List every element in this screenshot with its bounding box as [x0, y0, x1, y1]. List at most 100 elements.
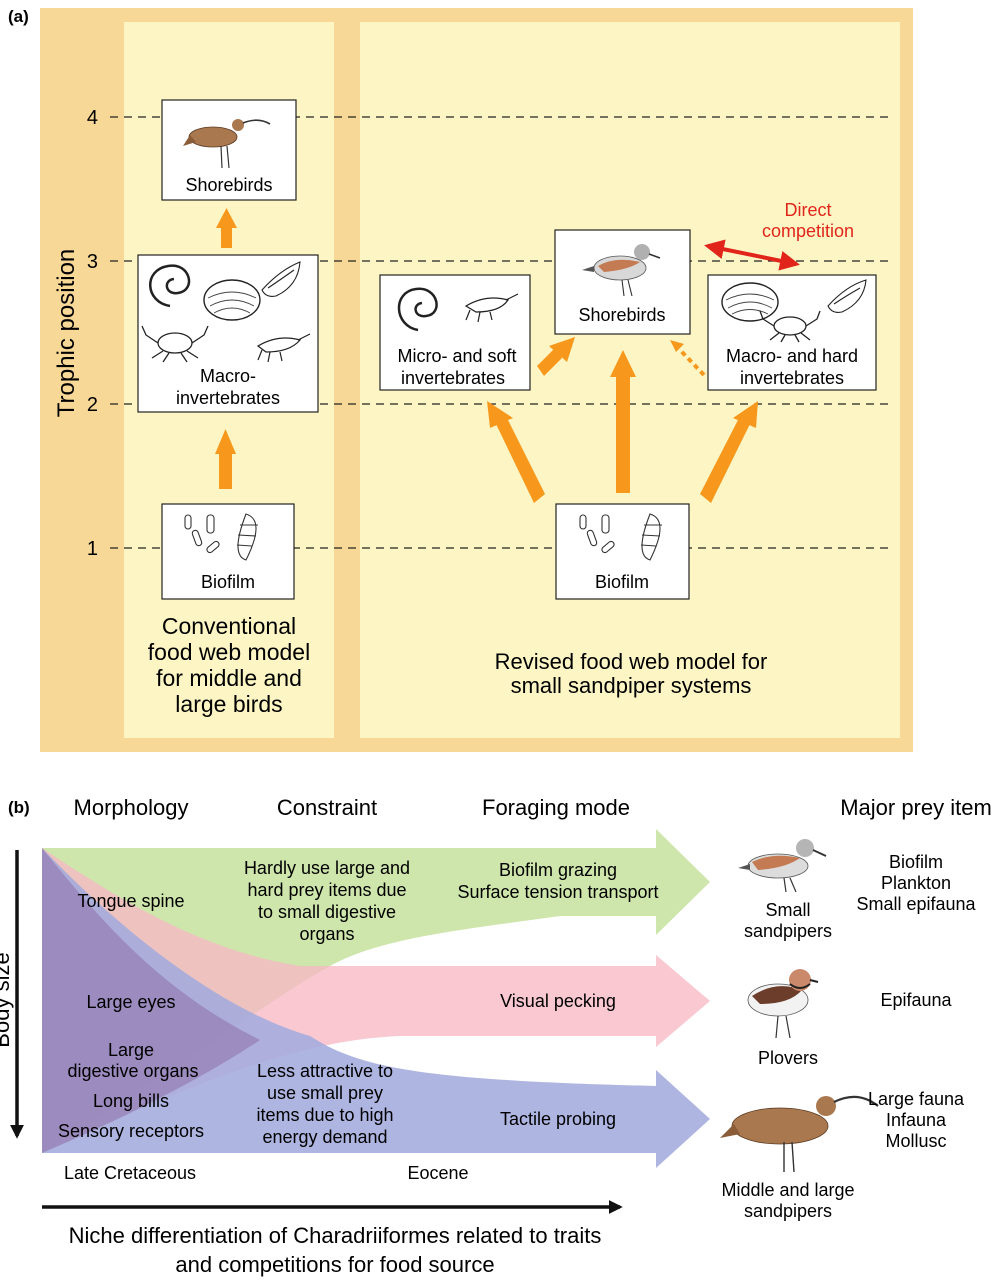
- rev-arrow-soft-shorebirds: [537, 337, 575, 376]
- svg-text:Infauna: Infauna: [886, 1110, 947, 1130]
- trait-sensory-receptors: Sensory receptors: [58, 1121, 204, 1141]
- clam-icon: [203, 279, 261, 321]
- rev-biofilm-box: Biofilm: [555, 503, 690, 600]
- rev-arrow-hard-shorebirds-dotted: [670, 340, 706, 377]
- rev-hard-box: Macro- and hard invertebrates: [707, 274, 877, 391]
- rev-soft-label-line2: invertebrates: [401, 368, 505, 388]
- panel-a-label: (a): [8, 7, 29, 26]
- panel-b: (b) Morphology Constraint Foraging mode …: [0, 795, 992, 1277]
- prey-plovers: Epifauna: [880, 990, 952, 1010]
- clam-icon-revised: [721, 282, 779, 322]
- svg-text:Plankton: Plankton: [881, 873, 951, 893]
- foraging-modes: Biofilm grazing Surface tension transpor…: [457, 860, 658, 1129]
- conv-arrow-1-2: [215, 429, 236, 489]
- rev-arrow-biofilm-hard: [700, 401, 758, 503]
- svg-text:Large fauna: Large fauna: [868, 1089, 965, 1109]
- panel-a: (a) Trophic position 4 3 2 1: [8, 7, 913, 752]
- panel-b-label: (b): [8, 798, 30, 817]
- constraint-green: Hardly use large and hard prey items due…: [244, 858, 410, 944]
- prey-small: Biofilm Plankton Small epifauna: [856, 852, 976, 914]
- worm-icon: [397, 287, 438, 332]
- flow-blue: [42, 848, 710, 1168]
- prey-large: Large fauna Infauna Mollusc: [868, 1089, 965, 1151]
- header-prey: Major prey item: [840, 795, 992, 820]
- plover-icon: [747, 969, 819, 1039]
- svg-text:Niche differentiation of Chara: Niche differentiation of Charadriiformes…: [69, 1223, 602, 1248]
- svg-text:to small digestive: to small digestive: [258, 902, 396, 922]
- tick-4: 4: [87, 107, 98, 129]
- amphipod-icon: [256, 333, 311, 363]
- polychaete-icon: [149, 264, 191, 308]
- trait-digestive-organs: digestive organs: [67, 1061, 198, 1081]
- bird-large-line1: Middle and large: [721, 1180, 854, 1200]
- svg-text:organs: organs: [299, 924, 354, 944]
- morphology-traits: Tongue spine Large eyes Large digestive …: [58, 891, 204, 1141]
- rev-hard-label-line1: Macro- and hard: [726, 346, 858, 366]
- svg-text:energy demand: energy demand: [262, 1127, 387, 1147]
- bird-small-line2: sandpipers: [744, 921, 832, 941]
- sandpiper-icon: [582, 244, 661, 297]
- svg-text:Conventional: Conventional: [162, 613, 296, 639]
- conv-caption: Conventional food web model for middle a…: [148, 613, 310, 717]
- rev-arrow-biofilm-soft: [487, 401, 545, 503]
- svg-text:and competitions for food sour: and competitions for food source: [175, 1252, 494, 1277]
- rev-soft-box: Micro- and soft invertebrates: [379, 274, 531, 391]
- rev-soft-label-line1: Micro- and soft: [397, 346, 516, 366]
- svg-text:Small epifauna: Small epifauna: [856, 894, 976, 914]
- svg-text:Hardly use large and: Hardly use large and: [244, 858, 410, 878]
- panel-b-headers: Morphology Constraint Foraging mode Majo…: [74, 795, 992, 820]
- rev-arrow-biofilm-shorebirds: [610, 350, 636, 493]
- diatom-icon-revised: [579, 513, 662, 561]
- svg-text:use small prey: use small prey: [267, 1083, 383, 1103]
- header-morphology: Morphology: [74, 795, 189, 820]
- flow-green: [42, 829, 710, 1153]
- svg-text:large birds: large birds: [175, 691, 282, 717]
- conv-macro-label-line1: Macro-: [200, 366, 256, 386]
- diatom-icon: [184, 513, 258, 561]
- panel-b-caption: Niche differentiation of Charadriiformes…: [69, 1223, 602, 1277]
- header-foraging-mode: Foraging mode: [482, 795, 630, 820]
- svg-text:Biofilm: Biofilm: [889, 852, 943, 872]
- rev-shorebirds-box: Shorebirds: [554, 229, 691, 335]
- rev-shorebirds-label: Shorebirds: [578, 305, 665, 325]
- rev-caption: Revised food web model for small sandpip…: [495, 649, 768, 698]
- competition-label-line2: competition: [762, 221, 854, 241]
- trait-long-bills: Long bills: [93, 1091, 169, 1111]
- conv-macro-label-line2: invertebrates: [176, 388, 280, 408]
- rev-biofilm-label: Biofilm: [595, 572, 649, 592]
- snail-icon: [261, 261, 301, 297]
- bird-small-line1: Small: [765, 900, 810, 920]
- flow-purple-overlap: [42, 848, 260, 1153]
- bird-plovers: Plovers: [758, 1048, 818, 1068]
- trait-tongue-spine: Tongue spine: [77, 891, 184, 911]
- tick-1: 1: [87, 538, 98, 560]
- body-size-axis: Body size: [0, 850, 24, 1139]
- conv-shorebirds-label: Shorebirds: [185, 175, 272, 195]
- conv-biofilm-label: Biofilm: [201, 572, 255, 592]
- trait-large-eyes: Large eyes: [86, 992, 175, 1012]
- svg-text:Less attractive to: Less attractive to: [257, 1061, 393, 1081]
- constraint-blue: Less attractive to use small prey items …: [256, 1061, 393, 1147]
- copepod-icon: [464, 293, 519, 323]
- conv-arrow-2-4: [216, 208, 237, 248]
- y-axis-label: Trophic position: [53, 249, 80, 418]
- curlew-icon-large: [720, 1095, 879, 1173]
- svg-text:items due to high: items due to high: [256, 1105, 393, 1125]
- conv-shorebirds-box: Shorebirds: [161, 99, 297, 201]
- trait-large: Large: [108, 1040, 154, 1060]
- svg-text:Epifauna: Epifauna: [880, 990, 952, 1010]
- tick-3: 3: [87, 251, 98, 273]
- period-late-cretaceous: Late Cretaceous: [64, 1163, 196, 1183]
- curlew-icon: [183, 119, 271, 169]
- conv-biofilm-box: Biofilm: [161, 503, 295, 600]
- crab-icon-revised: [759, 310, 821, 343]
- crab-icon: [141, 325, 209, 363]
- small-sandpiper-icon: [738, 839, 827, 893]
- header-constraint: Constraint: [277, 795, 377, 820]
- direct-competition: Direct competition: [704, 200, 854, 271]
- mode-visual-pecking: Visual pecking: [500, 991, 616, 1011]
- rev-hard-label-line2: invertebrates: [740, 368, 844, 388]
- conv-macroinvertebrates-box: Macro- invertebrates: [137, 254, 319, 413]
- mode-biofilm-grazing: Biofilm grazing: [499, 860, 617, 880]
